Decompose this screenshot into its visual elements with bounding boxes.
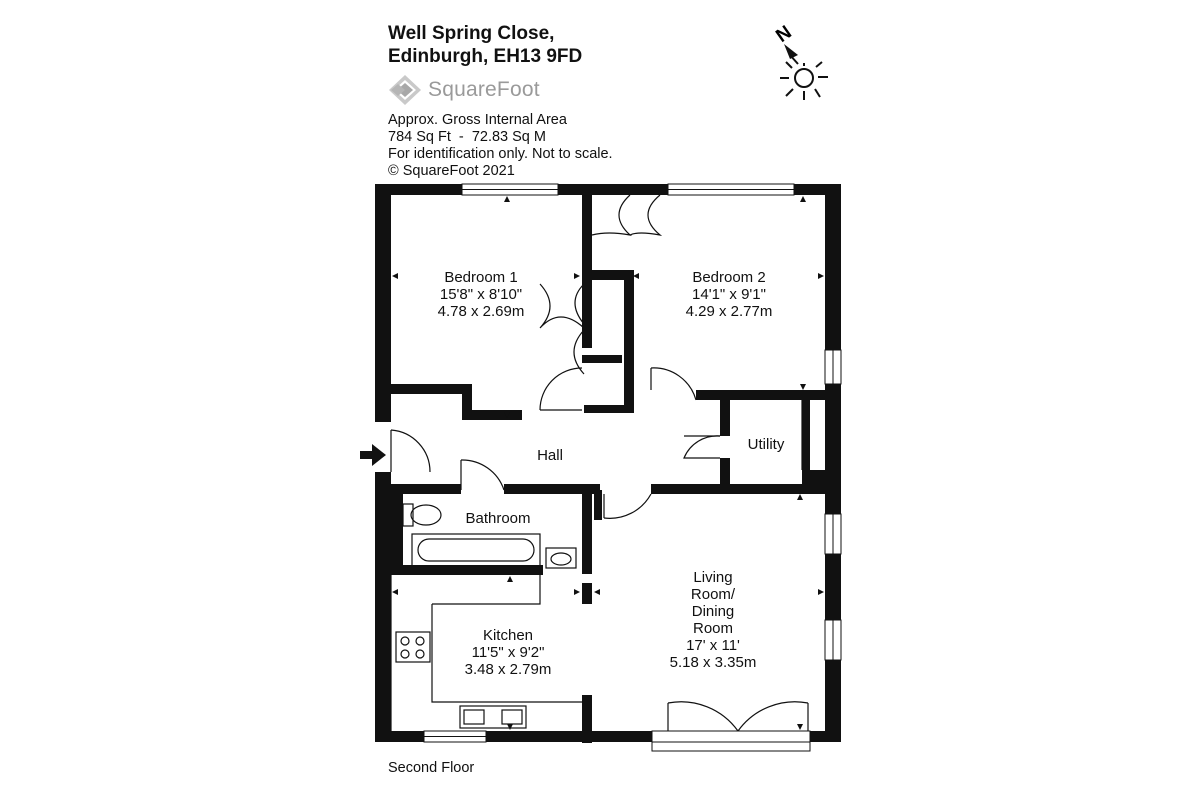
squarefoot-logo: SquareFoot <box>388 74 540 106</box>
info-copyright: © SquareFoot 2021 <box>388 163 515 179</box>
floor-label: Second Floor <box>388 760 475 776</box>
hob-icon <box>395 631 431 663</box>
squarefoot-logo-icon <box>389 75 421 105</box>
bedroom2-dim-metric: 4.29 x 2.77m <box>686 303 773 320</box>
room-labels: Bedroom 1 15'8" x 8'10" 4.78 x 2.69m Bed… <box>438 269 785 678</box>
info-disclaimer: For identification only. Not to scale. <box>388 146 613 162</box>
bedroom1-dim-imperial: 15'8" x 8'10" <box>440 286 522 303</box>
entrance-arrow-icon <box>360 444 386 466</box>
compass-icon: N <box>772 22 828 100</box>
outer-walls <box>375 184 841 742</box>
kitchen-dim-metric: 3.48 x 2.79m <box>465 661 552 678</box>
info-gross-area: Approx. Gross Internal Area <box>388 112 567 128</box>
utility-name: Utility <box>748 436 785 453</box>
address-line-2: Edinburgh, EH13 9FD <box>388 46 583 67</box>
info-area-value: 784 Sq Ft - 72.83 Sq M <box>388 129 546 145</box>
kitchen-name: Kitchen <box>483 627 533 644</box>
interior-walls <box>375 184 841 743</box>
kitchen-sink-icon <box>459 705 527 729</box>
bedroom1-name: Bedroom 1 <box>444 269 517 286</box>
washbasin-icon <box>545 547 577 569</box>
logo-text: SquareFoot <box>428 78 540 101</box>
living-dim-metric: 5.18 x 3.35m <box>670 654 757 671</box>
living-name-line1: Living <box>693 569 732 586</box>
windows <box>423 183 842 752</box>
living-name-line4: Room <box>693 620 733 637</box>
living-dim-imperial: 17' x 11' <box>686 637 740 654</box>
hall-name: Hall <box>537 447 563 464</box>
address-line-1: Well Spring Close, <box>388 23 555 44</box>
compass-north-label: N <box>772 22 795 47</box>
fixtures <box>390 400 803 731</box>
kitchen-counter <box>390 575 582 731</box>
bedroom2-dim-imperial: 14'1" x 9'1" <box>692 286 766 303</box>
bathtub-icon <box>411 533 541 567</box>
bedroom2-name: Bedroom 2 <box>692 269 765 286</box>
toilet-icon <box>402 503 442 527</box>
living-name-line3: Dining <box>692 603 735 620</box>
bedroom1-dim-metric: 4.78 x 2.69m <box>438 303 525 320</box>
doors <box>390 194 809 732</box>
bathroom-name: Bathroom <box>465 510 530 527</box>
address-title: Well Spring Close, Edinburgh, EH13 9FD <box>388 22 582 68</box>
living-name-line2: Room/ <box>691 586 736 603</box>
kitchen-dim-imperial: 11'5" x 9'2" <box>472 644 545 661</box>
area-info: Approx. Gross Internal Area 784 Sq Ft - … <box>388 112 613 180</box>
dimension-arrows <box>392 196 824 730</box>
